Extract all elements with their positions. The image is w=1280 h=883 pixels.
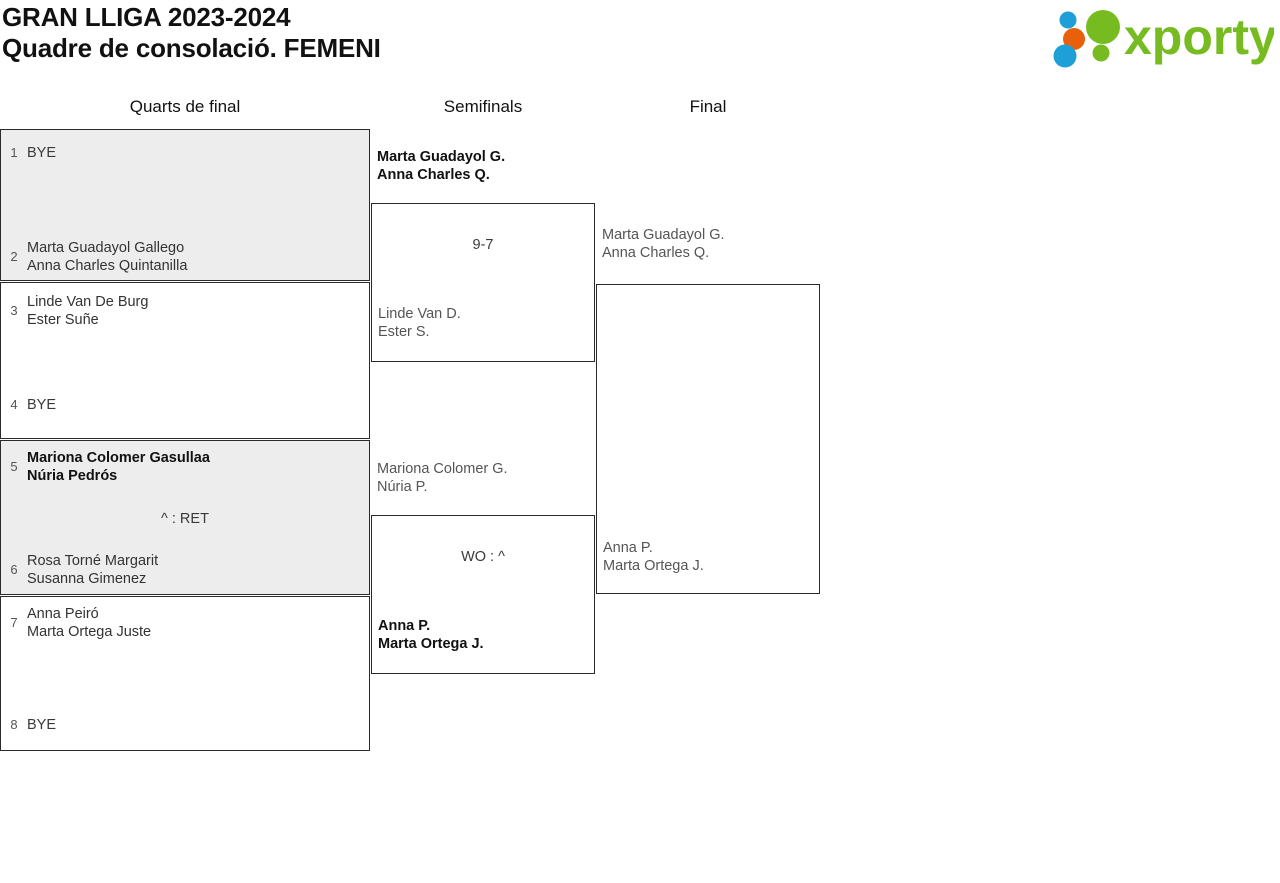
title-line-1: GRAN LLIGA 2023-2024 bbox=[2, 2, 291, 32]
column-header-quarterfinals: Quarts de final bbox=[129, 97, 241, 116]
qf-1-top-names: BYE bbox=[27, 144, 56, 162]
qf-4-slot-top: 7 Anna Peiró Marta Ortega Juste bbox=[1, 605, 369, 641]
qf-2-top-names: Linde Van De Burg Ester Suñe bbox=[27, 293, 148, 329]
page-title: GRAN LLIGA 2023-2024 Quadre de consolaci… bbox=[0, 0, 381, 64]
seed-number: 6 bbox=[10, 562, 18, 577]
qf-3-bottom-names: Rosa Torné Margarit Susanna Gimenez bbox=[27, 552, 158, 588]
player-line-1: Marta Guadayol Gallego bbox=[27, 240, 185, 256]
player-line-2: Núria P. bbox=[377, 479, 428, 495]
match-qf-1[interactable]: 1 BYE 2 Marta Guadayol Gallego Anna Char… bbox=[0, 129, 370, 281]
xporty-logo: xporty bbox=[1048, 6, 1277, 68]
logo-dot-green-small bbox=[1092, 44, 1110, 62]
player-line-1: Anna Peiró bbox=[27, 606, 99, 622]
qf-1-slot-top: 1 BYE bbox=[1, 144, 369, 162]
player-line-1: Linde Van De Burg bbox=[27, 294, 149, 310]
final-top-label: Marta Guadayol G. Anna Charles Q. bbox=[602, 226, 725, 262]
match-sf-1[interactable]: 9-7 Linde Van D. Ester S. bbox=[371, 203, 595, 362]
player-line-2: Ester S. bbox=[378, 324, 430, 340]
sf-1-loser-label: Linde Van D. Ester S. bbox=[378, 305, 461, 341]
player-line-1: Mariona Colomer Gasullaa bbox=[27, 450, 210, 466]
seed-number: 8 bbox=[10, 717, 18, 732]
sf-2-loser-label: Mariona Colomer G. Núria P. bbox=[377, 460, 508, 496]
player-line-2: Anna Charles Q. bbox=[377, 167, 490, 183]
match-qf-2[interactable]: 3 Linde Van De Burg Ester Suñe 4 BYE bbox=[0, 282, 370, 439]
player-line-2: Núria Pedrós bbox=[27, 468, 118, 484]
sf-1-winner-label: Marta Guadayol G. Anna Charles Q. bbox=[377, 148, 505, 184]
sf-1-score: 9-7 bbox=[472, 237, 494, 253]
seed-number: 1 bbox=[10, 145, 18, 160]
seed-number: 3 bbox=[10, 303, 18, 318]
seed-number: 7 bbox=[10, 615, 18, 630]
qf-3-top-names: Mariona Colomer Gasullaa Núria Pedrós bbox=[27, 449, 210, 485]
player-line-1: BYE bbox=[27, 717, 57, 733]
qf-2-slot-bottom: 4 BYE bbox=[1, 396, 369, 414]
match-qf-4[interactable]: 7 Anna Peiró Marta Ortega Juste 8 BYE bbox=[0, 596, 370, 751]
sf-2-winner-label: Anna P. Marta Ortega J. bbox=[378, 617, 484, 653]
qf-2-slot-top: 3 Linde Van De Burg Ester Suñe bbox=[1, 293, 369, 329]
match-sf-2[interactable]: WO : ^ Anna P. Marta Ortega J. bbox=[371, 515, 595, 674]
qf-4-bottom-names: BYE bbox=[27, 716, 56, 734]
sf-2-score: WO : ^ bbox=[461, 549, 505, 565]
player-line-1: Anna P. bbox=[603, 540, 653, 556]
title-line-2: Quadre de consolació. FEMENI bbox=[2, 33, 381, 63]
player-line-1: Marta Guadayol G. bbox=[602, 227, 725, 243]
qf-4-top-names: Anna Peiró Marta Ortega Juste bbox=[27, 605, 151, 641]
player-line-2: Anna Charles Quintanilla bbox=[27, 258, 188, 274]
player-line-1: BYE bbox=[27, 145, 57, 161]
seed-number: 5 bbox=[10, 459, 18, 474]
player-line-1: Marta Guadayol G. bbox=[377, 149, 506, 165]
logo-dot-orange bbox=[1063, 28, 1085, 50]
final-bottom-label: Anna P. Marta Ortega J. bbox=[603, 539, 704, 575]
player-line-1: BYE bbox=[27, 397, 57, 413]
player-line-2: Anna Charles Q. bbox=[602, 245, 710, 261]
match-final[interactable]: Anna P. Marta Ortega J. bbox=[596, 284, 820, 594]
seed-number: 4 bbox=[10, 397, 18, 412]
logo-dot-blue-bottom bbox=[1053, 44, 1077, 68]
qf-4-slot-bottom: 8 BYE bbox=[1, 716, 369, 734]
qf-1-slot-bottom: 2 Marta Guadayol Gallego Anna Charles Qu… bbox=[1, 239, 369, 275]
column-header-semifinals: Semifinals bbox=[443, 97, 523, 116]
player-line-2: Ester Suñe bbox=[27, 312, 99, 328]
logo-dot-green-large bbox=[1086, 10, 1120, 44]
qf-3-slot-bottom: 6 Rosa Torné Margarit Susanna Gimenez bbox=[1, 552, 369, 588]
logo-dot-blue-top bbox=[1059, 11, 1077, 29]
player-line-1: Anna P. bbox=[378, 618, 431, 634]
column-header-final: Final bbox=[689, 97, 727, 116]
qf-3-slot-top: 5 Mariona Colomer Gasullaa Núria Pedrós bbox=[1, 449, 369, 485]
player-line-2: Marta Ortega J. bbox=[603, 558, 704, 574]
player-line-2: Susanna Gimenez bbox=[27, 571, 147, 587]
player-line-2: Marta Ortega Juste bbox=[27, 624, 152, 640]
qf-2-bottom-names: BYE bbox=[27, 396, 56, 414]
player-line-2: Marta Ortega J. bbox=[378, 636, 484, 652]
player-line-1: Linde Van D. bbox=[378, 306, 461, 322]
player-line-1: Rosa Torné Margarit bbox=[27, 553, 159, 569]
player-line-1: Mariona Colomer G. bbox=[377, 461, 508, 477]
seed-number: 2 bbox=[10, 249, 18, 264]
match-qf-3[interactable]: 5 Mariona Colomer Gasullaa Núria Pedrós … bbox=[0, 440, 370, 595]
qf-3-score: ^ : RET bbox=[161, 511, 209, 527]
qf-1-bottom-names: Marta Guadayol Gallego Anna Charles Quin… bbox=[27, 239, 187, 275]
logo-wordmark: xporty bbox=[1124, 9, 1274, 65]
